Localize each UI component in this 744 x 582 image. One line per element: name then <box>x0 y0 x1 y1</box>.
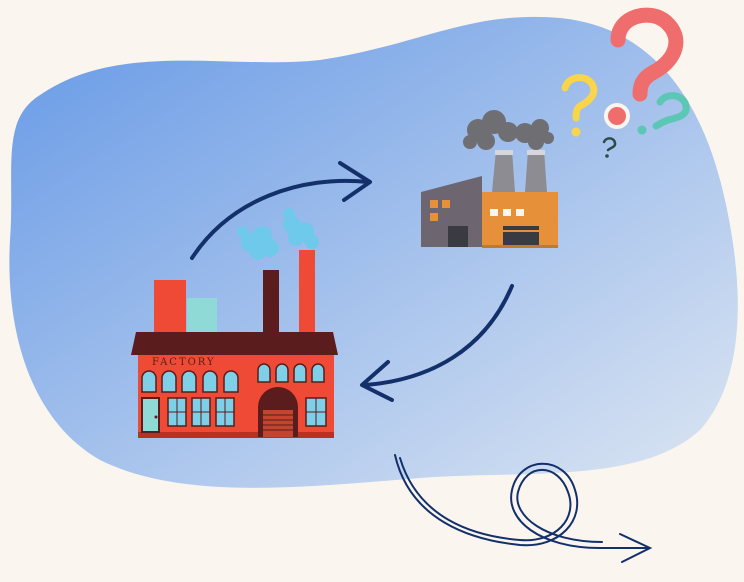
factory-door <box>141 397 160 433</box>
background-blob <box>9 16 738 488</box>
question-mark-icon <box>561 7 690 158</box>
curved-arrow-icon-top <box>190 161 372 260</box>
gray-smoke-cloud <box>463 110 554 150</box>
factory-sign: FACTORY <box>152 357 216 368</box>
loop-arrow-icon <box>394 454 653 563</box>
curved-arrow-icon-bottom <box>360 284 514 402</box>
blue-smoke-cloud <box>237 208 319 260</box>
gray-orange-plant-icon <box>421 110 558 248</box>
red-factory-icon: FACTORY <box>131 208 338 438</box>
